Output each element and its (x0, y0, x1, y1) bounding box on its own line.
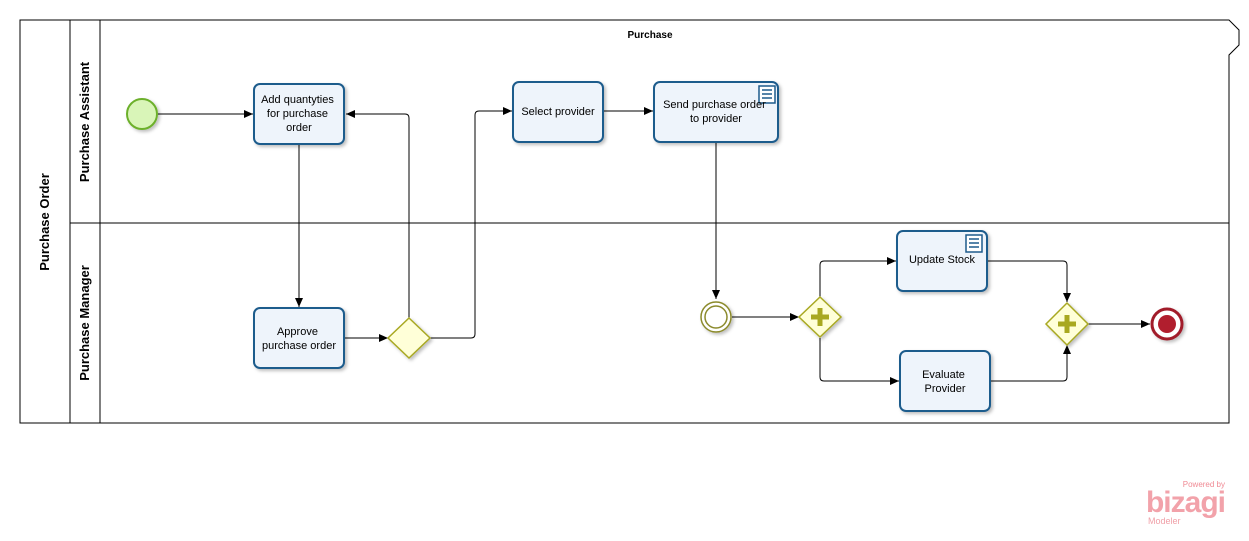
task-update-stock[interactable]: Update Stock (896, 230, 988, 292)
parallel-gateway-split[interactable] (797, 295, 843, 339)
powered-by-label: Powered by (1182, 480, 1225, 489)
start-event[interactable] (126, 98, 158, 130)
task-label-line: for purchase (267, 108, 328, 120)
task-select-provider[interactable]: Select provider (512, 81, 604, 143)
task-label-line: Update Stock (909, 254, 976, 266)
plus-icon (1058, 315, 1076, 333)
svg-text:Update Stock: Update Stock (909, 254, 976, 266)
lane-label-purchase-assistant: Purchase Assistant (77, 61, 92, 182)
exclusive-gateway[interactable] (386, 316, 432, 360)
intermediate-event[interactable] (700, 301, 732, 333)
task-label-line: to provider (690, 113, 742, 125)
pool-border (19, 19, 1240, 424)
parallel-gateway-join[interactable] (1044, 301, 1090, 347)
svg-text:Select provider: Select provider (521, 106, 595, 118)
sequence-flows (158, 107, 1150, 385)
task-label-line: purchase order (262, 340, 336, 352)
task-label-line: order (286, 122, 312, 134)
task-label-line: Approve (277, 326, 318, 338)
task-label-line: Evaluate (922, 369, 965, 381)
svg-text:Add quantyties for purch: Add quantyties for purchase order (261, 94, 337, 134)
script-task-icon (758, 85, 776, 104)
modeler-label: Modeler (1147, 516, 1181, 526)
svg-text:Send purchase order to p: Send purchase order to provider (663, 99, 769, 125)
flow-split-to-update (819, 257, 896, 297)
pool-name: Purchase Order (37, 173, 52, 271)
task-label-line: Provider (925, 383, 966, 395)
flow-update-to-join (987, 260, 1071, 302)
task-evaluate-provider[interactable]: Evaluate Provider (899, 350, 991, 412)
flow-gateway-to-select (430, 107, 512, 339)
task-label-line: Select provider (521, 106, 595, 118)
task-approve-order[interactable]: Approve purchase order (253, 307, 345, 369)
lane-label-purchase-manager: Purchase Manager (77, 265, 92, 381)
end-event[interactable] (1150, 307, 1184, 341)
svg-text:Approve purchase order: Approve purchase order (262, 326, 336, 352)
task-label-line: Send purchase order (663, 99, 766, 111)
svg-text:Evaluate Provider: Evaluate Provider (922, 369, 968, 395)
pool-title: Purchase (627, 30, 672, 41)
task-add-quantities[interactable]: Add quantyties for purchase order (253, 83, 345, 145)
plus-icon (811, 308, 829, 326)
flow-evaluate-to-join (991, 345, 1071, 382)
script-task-icon (965, 234, 983, 253)
flow-split-to-evaluate (819, 338, 899, 385)
bizagi-branding: Powered by bizagi Modeler (1145, 480, 1226, 526)
flow-gateway-to-add (346, 110, 410, 318)
task-label-line: Add quantyties (261, 94, 334, 106)
bizagi-logo: bizagi (1145, 486, 1226, 519)
task-send-order[interactable]: Send purchase order to provider (653, 81, 779, 143)
